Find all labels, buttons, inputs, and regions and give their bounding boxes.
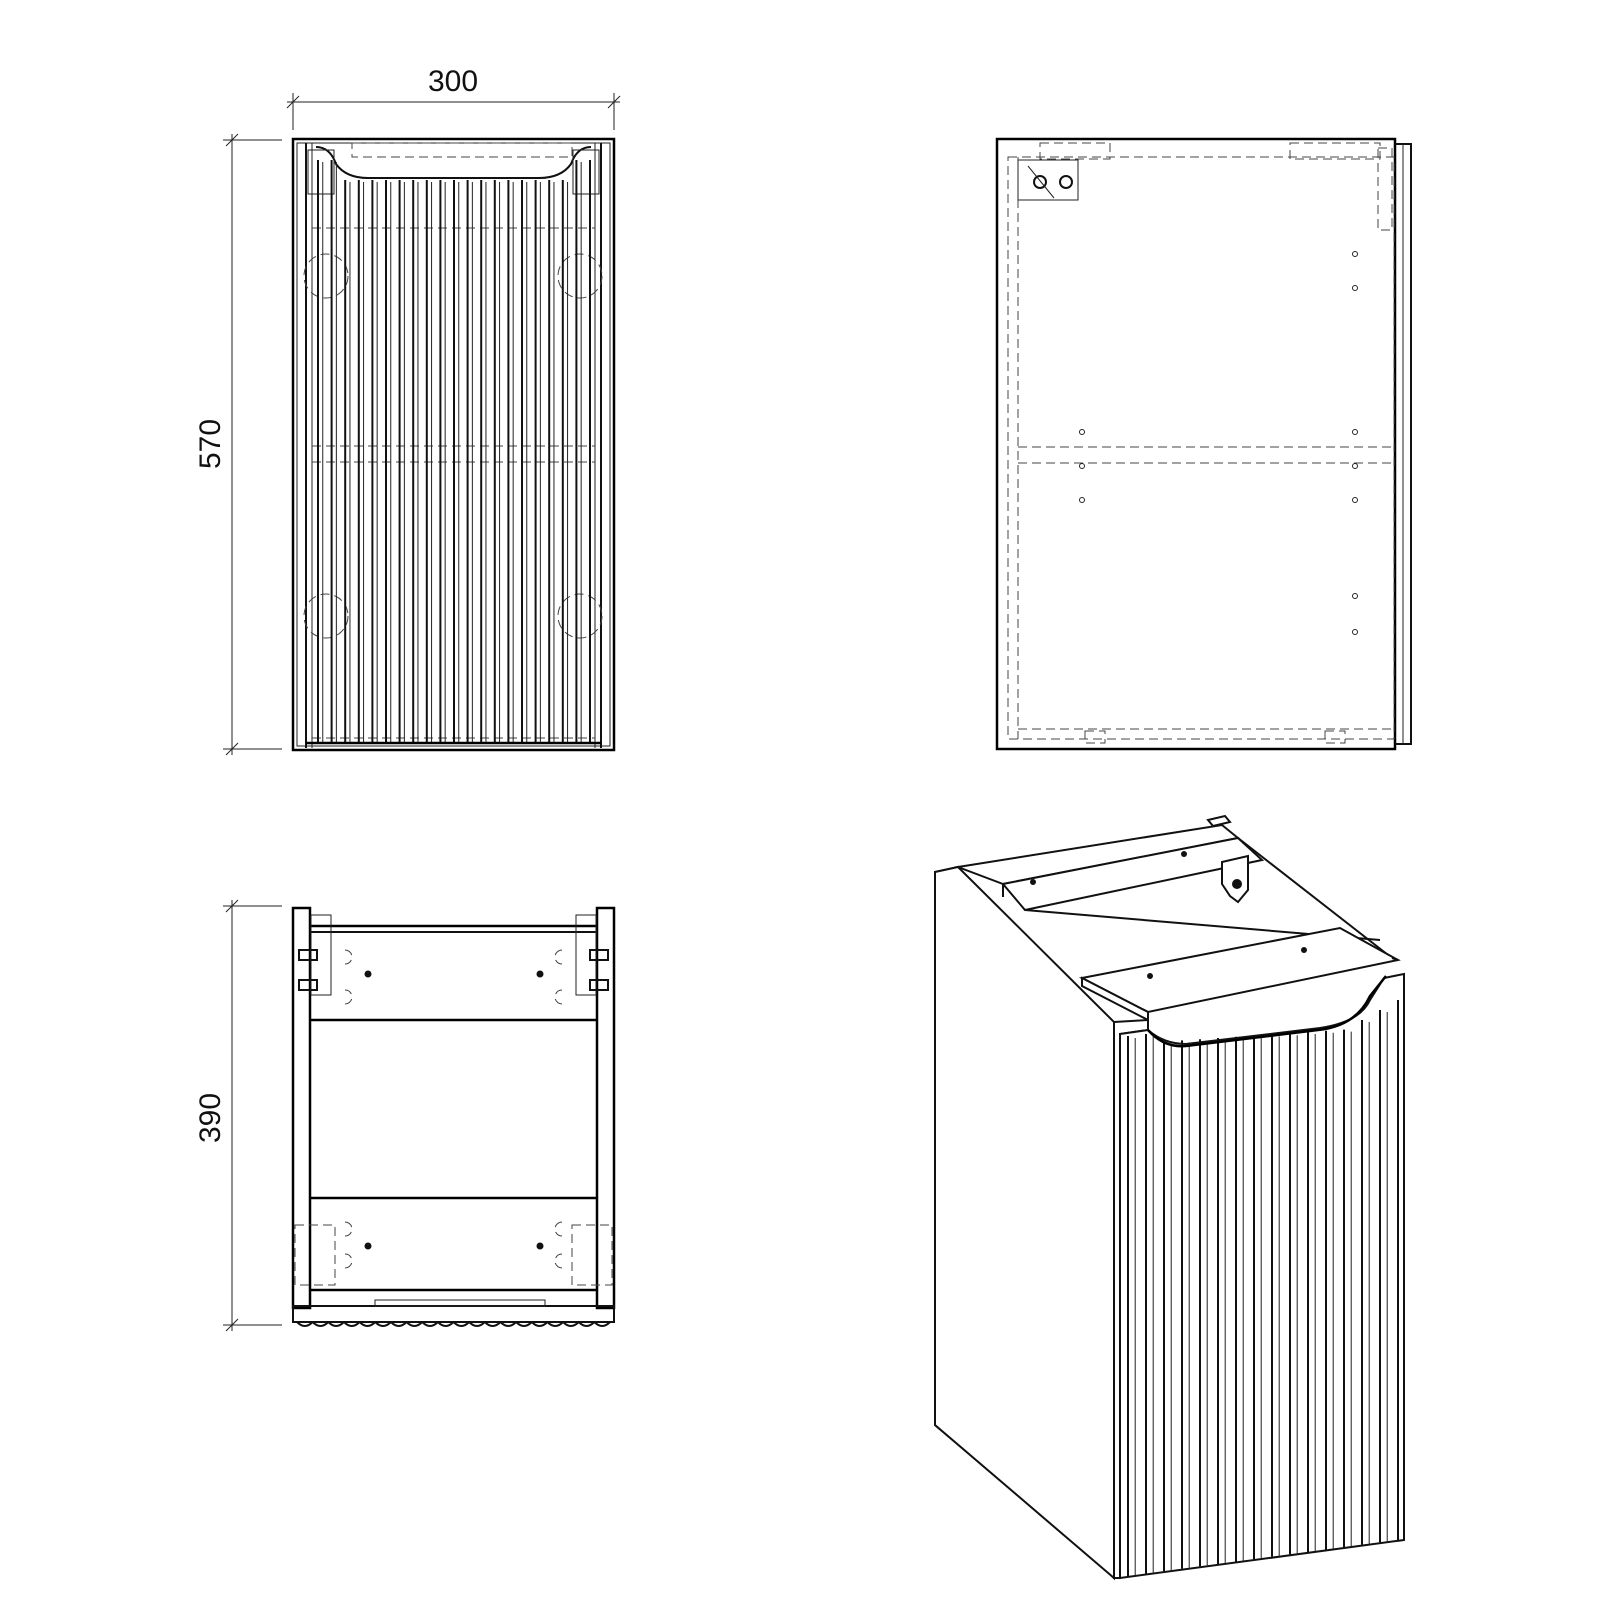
depth-dimension: 390 (194, 899, 282, 1332)
height-label: 570 (194, 419, 227, 469)
flute-scallop (577, 1321, 596, 1327)
plan-door-flutes (296, 1321, 611, 1327)
flute-scallop (593, 1321, 611, 1327)
flute-scallop (531, 1321, 549, 1327)
side-view (995, 137, 1412, 751)
front-view: 300 570 (194, 65, 621, 756)
depth-label: 390 (194, 1093, 227, 1143)
flute-scallop (374, 1321, 392, 1327)
flute-scallop (484, 1321, 502, 1327)
width-label: 300 (428, 65, 478, 98)
flute-scallop (437, 1321, 455, 1327)
flute-scallop (546, 1321, 564, 1327)
iso-door-flutes (1127, 1000, 1399, 1576)
flute-scallop (452, 1321, 470, 1327)
flute-scallop (311, 1321, 330, 1327)
flute-scallop (405, 1321, 423, 1327)
flute-scallop (390, 1321, 408, 1327)
flute-scallop (562, 1321, 580, 1327)
flute-scallop (296, 1321, 314, 1327)
flute-scallop (499, 1321, 517, 1327)
plan-view: 390 (194, 899, 616, 1332)
flute-scallop (421, 1321, 439, 1327)
flute-scallop (327, 1321, 345, 1327)
width-dimension: 300 (286, 65, 621, 130)
isometric-view (934, 814, 1405, 1581)
flute-scallop (358, 1321, 376, 1327)
height-dimension: 570 (194, 133, 282, 756)
flute-scallop (343, 1321, 361, 1327)
front-door-flutes (317, 160, 591, 742)
flute-scallop (468, 1321, 486, 1327)
side-holes (1079, 251, 1358, 635)
flute-scallop (515, 1321, 533, 1327)
